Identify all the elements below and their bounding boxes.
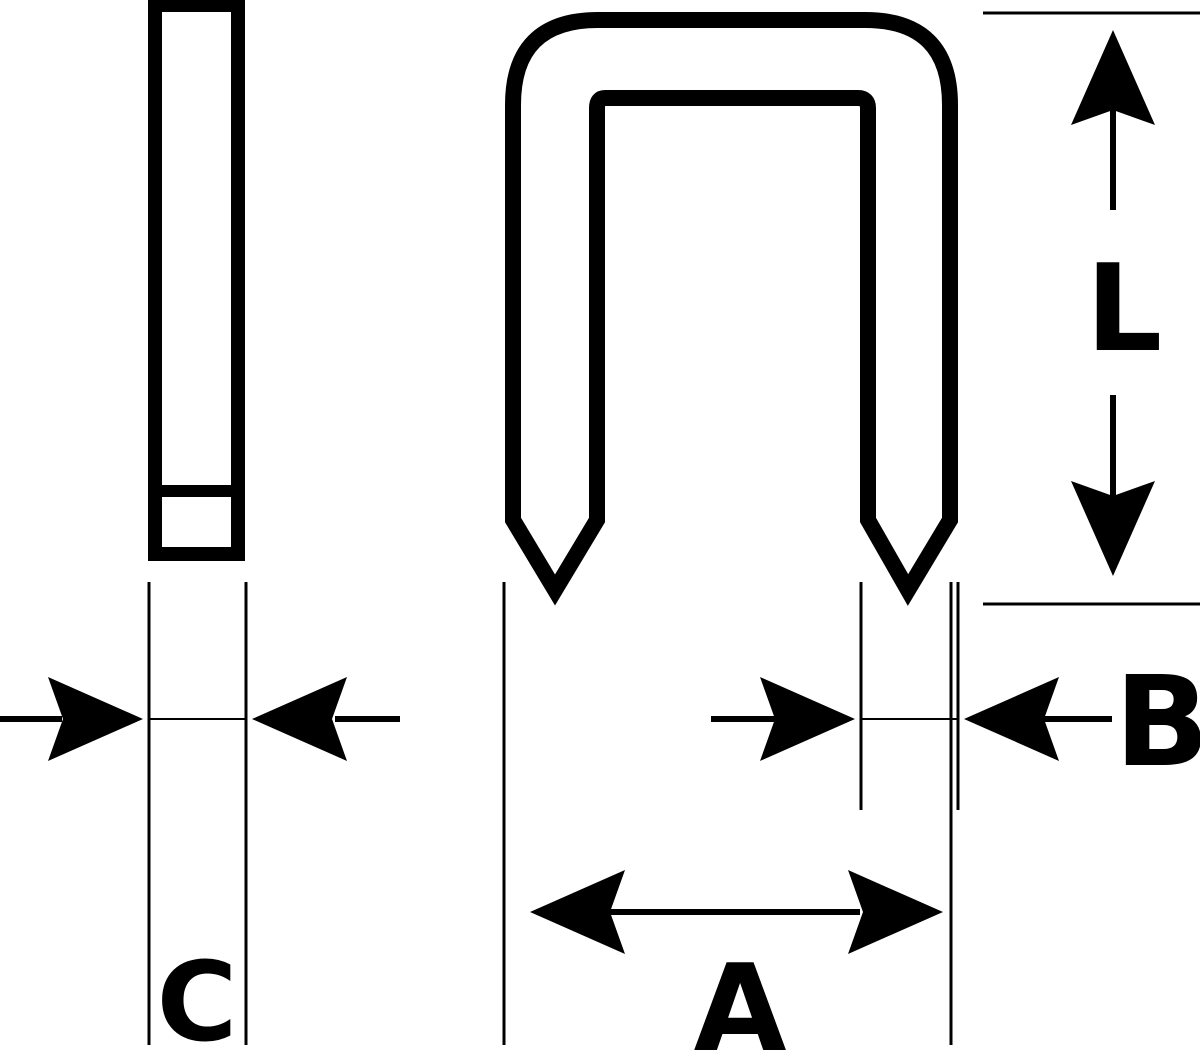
dimension-wire-thickness: C — [0, 582, 400, 1056]
crown-width-label: A — [694, 940, 787, 1056]
thickness-arrow-left-icon — [252, 677, 347, 761]
staple-outline — [505, 12, 958, 606]
thickness-label: C — [157, 938, 238, 1056]
thickness-arrow-right-icon — [48, 677, 143, 761]
wire-width-label: B — [1114, 650, 1200, 795]
dimension-wire-width: B — [711, 582, 1200, 810]
dimension-crown-width: A — [502, 582, 953, 1056]
staple-front-view — [505, 12, 958, 606]
side-view-body — [148, 0, 245, 561]
length-label: L — [1086, 240, 1162, 379]
staple-side-view — [148, 0, 245, 561]
crown-width-arrow-right-icon — [848, 870, 943, 954]
dimension-length: L — [983, 11, 1200, 606]
